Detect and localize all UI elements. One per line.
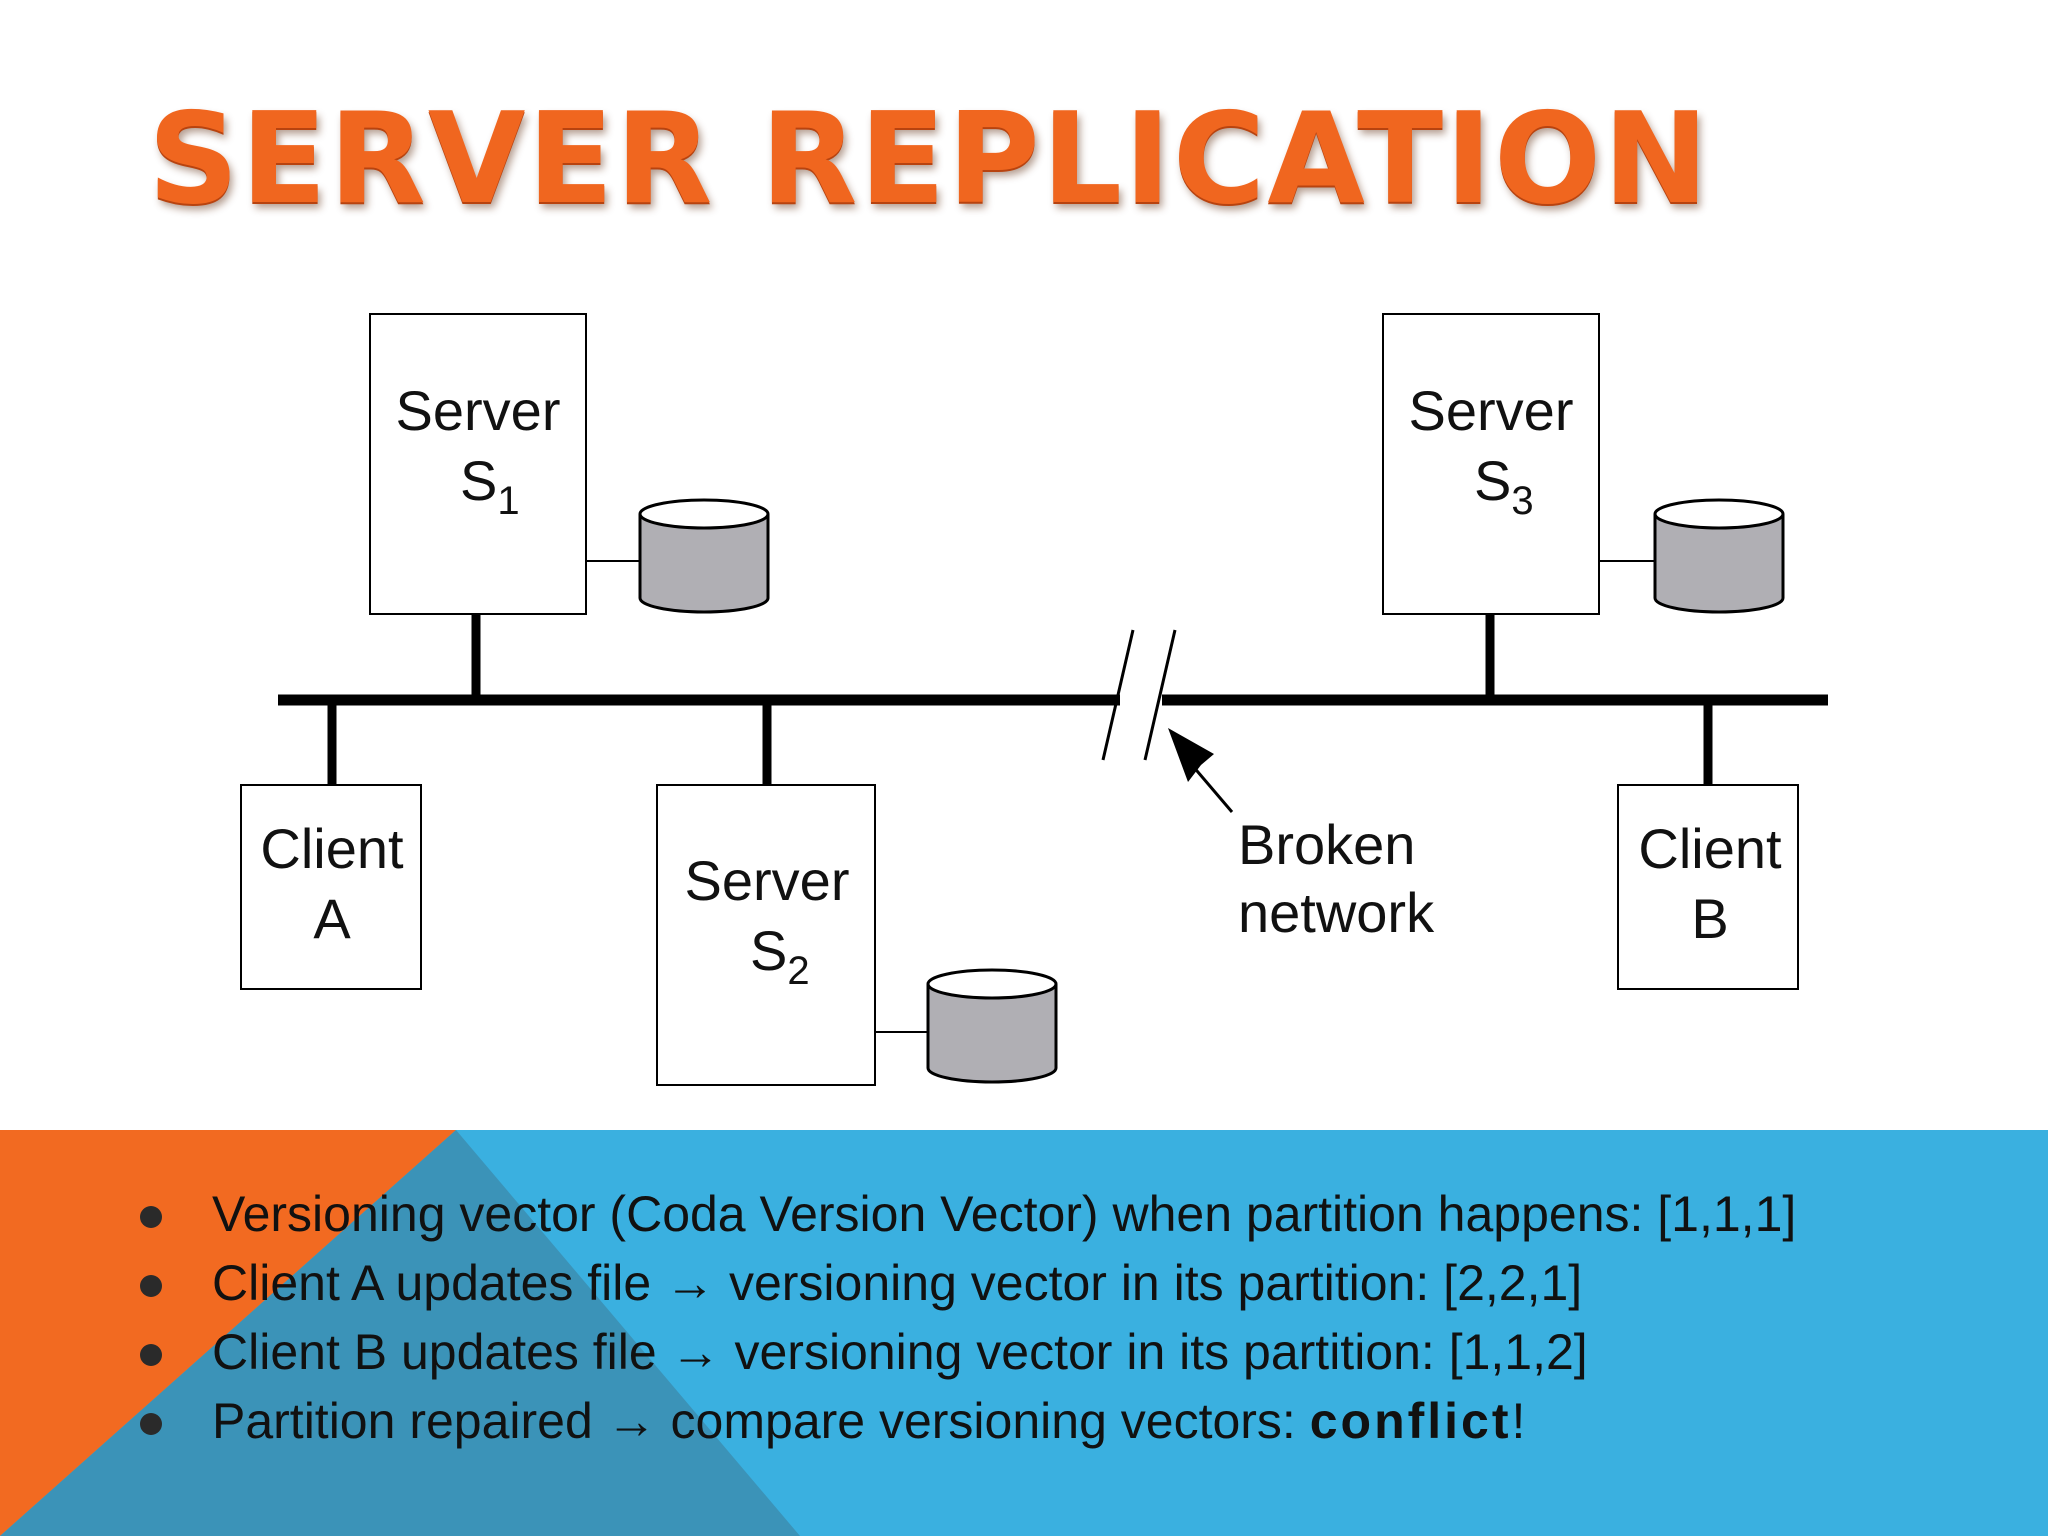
server-s2-sub: 2	[787, 949, 809, 993]
server-s3-label: Server	[1409, 379, 1574, 442]
server-s3: Server S3	[1382, 313, 1600, 615]
client-b: Client B	[1617, 784, 1799, 990]
right-arrow-icon: →	[606, 1393, 657, 1449]
server-s2-name: S	[750, 919, 787, 982]
disk-icon-s3	[1653, 498, 1785, 614]
bullet-text: Versioning vector (Coda Version Vector) …	[212, 1186, 1797, 1242]
bullet-dot-icon	[140, 1344, 162, 1366]
svg-text:S3: S3	[1474, 449, 1534, 523]
disk-icon-s1	[638, 498, 770, 614]
client-a-line1: Client	[260, 817, 404, 880]
server-s1-label: Server	[396, 379, 561, 442]
bullet-dot-icon	[140, 1206, 162, 1228]
bullet-text: Client A updates file	[212, 1255, 666, 1311]
svg-text:S2: S2	[750, 919, 810, 993]
right-arrow-icon: →	[665, 1255, 716, 1311]
band-overlap-wedge	[0, 1130, 800, 1536]
bullet-item: Partition repaired → compare versioning …	[140, 1387, 2020, 1456]
break-mark-right	[1143, 629, 1177, 761]
server-s2-label: Server	[685, 849, 850, 912]
bullet-text: versioning vector in its partition: [2,2…	[715, 1255, 1583, 1311]
bullet-text: Client B updates file	[212, 1324, 671, 1380]
break-mark-left	[1101, 629, 1135, 761]
server-s1: Server S1	[369, 313, 587, 615]
bottom-band	[0, 1130, 2048, 1536]
conflict-emphasis: conflict	[1309, 1393, 1512, 1449]
bullet-dot-icon	[140, 1275, 162, 1297]
slide-title: SERVER REPLICATION	[148, 85, 1711, 232]
bullet-dot-icon	[140, 1413, 162, 1435]
svg-text:S1: S1	[460, 449, 520, 523]
bullet-text: versioning vector in its partition: [1,1…	[720, 1324, 1588, 1380]
client-b-line1: Client	[1638, 817, 1782, 880]
server-s3-sub: 3	[1511, 479, 1533, 523]
server-s2: Server S2	[656, 784, 876, 1086]
broken-network-line2: network	[1238, 881, 1435, 944]
server-s3-name: S	[1474, 449, 1511, 512]
bullet-item: Client B updates file → versioning vecto…	[140, 1318, 2020, 1387]
arrow-pointer-icon	[1168, 728, 1214, 782]
bullet-text: compare versioning vectors:	[656, 1393, 1310, 1449]
bullet-text: Partition repaired	[212, 1393, 607, 1449]
bullet-item: Client A updates file → versioning vecto…	[140, 1249, 2020, 1318]
client-b-line2: B	[1691, 887, 1728, 950]
right-arrow-icon: →	[670, 1324, 721, 1380]
bullet-list: Versioning vector (Coda Version Vector) …	[140, 1180, 2020, 1456]
server-s1-sub: 1	[497, 479, 519, 523]
server-s1-name: S	[460, 449, 497, 512]
client-a: Client A	[240, 784, 422, 990]
client-a-line2: A	[313, 887, 351, 950]
network-diagram: Server S1 Server S3 Client A Server	[240, 313, 1828, 1086]
bullet-text: !	[1511, 1393, 1526, 1449]
disk-icon-s2	[926, 968, 1058, 1084]
broken-network-line1: Broken	[1238, 813, 1415, 876]
bullet-item: Versioning vector (Coda Version Vector) …	[140, 1180, 2020, 1249]
